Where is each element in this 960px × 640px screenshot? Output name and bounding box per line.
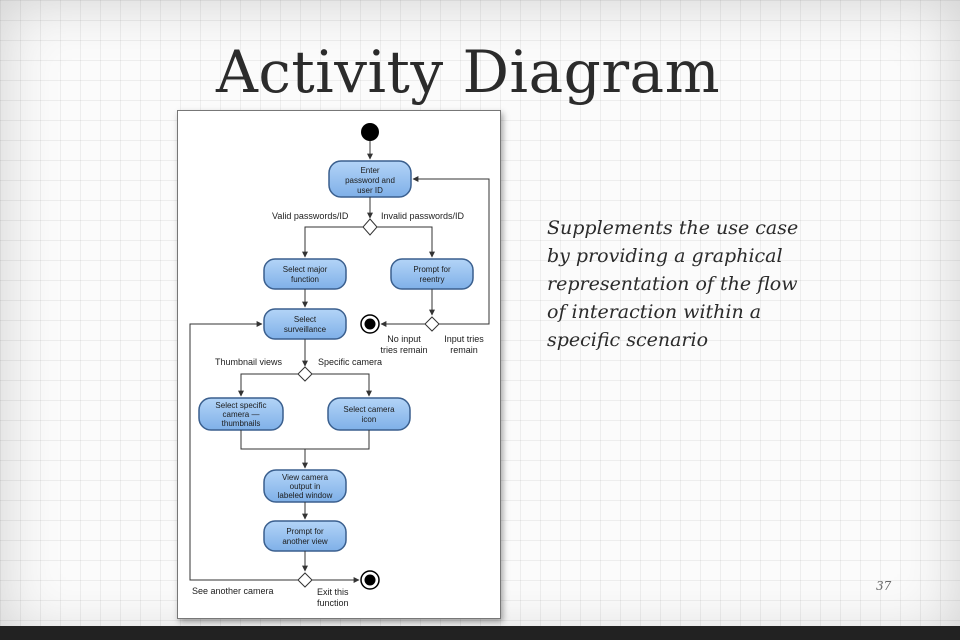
svg-text:output in: output in bbox=[290, 482, 321, 491]
svg-text:No input: No input bbox=[387, 334, 421, 344]
final-node bbox=[360, 570, 380, 590]
svg-text:camera —: camera — bbox=[223, 410, 260, 419]
svg-text:remain: remain bbox=[450, 345, 478, 355]
svg-text:Input tries: Input tries bbox=[444, 334, 484, 344]
svg-text:Exit this: Exit this bbox=[317, 587, 349, 597]
edge bbox=[238, 373, 298, 397]
svg-text:another view: another view bbox=[282, 537, 328, 546]
bottom-bar bbox=[0, 626, 960, 640]
svg-text:Select: Select bbox=[294, 315, 317, 324]
svg-text:user ID: user ID bbox=[357, 186, 383, 195]
activity-select-camera-icon: Select camera icon bbox=[327, 397, 411, 431]
svg-text:View camera: View camera bbox=[282, 473, 329, 482]
slide-body: Supplements the use case by providing a … bbox=[547, 214, 847, 354]
activity-select-major-function: Select major function bbox=[263, 258, 347, 290]
activity-prompt-another-view: Prompt for another view bbox=[263, 520, 347, 552]
activity-select-thumbnails: Select specific camera — thumbnails bbox=[198, 397, 284, 431]
decision-node bbox=[424, 316, 440, 332]
svg-text:Prompt for: Prompt for bbox=[413, 265, 451, 274]
svg-text:Prompt for: Prompt for bbox=[286, 527, 324, 536]
edge bbox=[377, 226, 435, 258]
edge-retry bbox=[412, 176, 490, 325]
svg-text:Enter: Enter bbox=[360, 166, 379, 175]
svg-text:icon: icon bbox=[362, 415, 377, 424]
guard-specific-camera: Specific camera bbox=[318, 357, 382, 367]
guard-invalid: Invalid passwords/ID bbox=[381, 211, 465, 221]
svg-text:Select specific: Select specific bbox=[215, 401, 266, 410]
svg-text:surveillance: surveillance bbox=[284, 325, 327, 334]
svg-text:password and: password and bbox=[345, 176, 395, 185]
slide-title: Activity Diagram bbox=[216, 38, 721, 106]
guard-no-input: No input tries remain bbox=[380, 334, 427, 355]
edge bbox=[312, 373, 372, 397]
body-line: of interaction within a bbox=[547, 301, 762, 323]
activity-prompt-reentry: Prompt for reentry bbox=[390, 258, 474, 290]
activity-diagram: Enter password and user ID Valid passwor… bbox=[177, 110, 501, 619]
guard-thumbnail: Thumbnail views bbox=[215, 357, 283, 367]
activity-diagram-svg: Enter password and user ID Valid passwor… bbox=[189, 123, 490, 608]
body-line: specific scenario bbox=[547, 329, 709, 351]
svg-text:Select major: Select major bbox=[283, 265, 328, 274]
body-line: Supplements the use case bbox=[547, 217, 799, 239]
edge-loop bbox=[189, 321, 298, 581]
guard-valid: Valid passwords/ID bbox=[272, 211, 349, 221]
edge bbox=[302, 226, 363, 258]
svg-text:function: function bbox=[291, 275, 319, 284]
guard-see-another: See another camera bbox=[192, 586, 274, 596]
svg-text:labeled window: labeled window bbox=[278, 491, 333, 500]
guard-exit: Exit this function bbox=[317, 587, 349, 608]
svg-text:reentry: reentry bbox=[420, 275, 445, 284]
svg-text:thumbnails: thumbnails bbox=[222, 419, 261, 428]
page-number: 37 bbox=[876, 579, 892, 593]
edge bbox=[240, 430, 370, 450]
body-line: by providing a graphical bbox=[547, 245, 783, 267]
svg-text:Select camera: Select camera bbox=[343, 405, 395, 414]
guard-input-tries: Input tries remain bbox=[444, 334, 484, 355]
body-line: representation of the flow bbox=[547, 273, 798, 295]
final-node bbox=[360, 314, 380, 334]
decision-node bbox=[297, 572, 313, 588]
svg-text:tries remain: tries remain bbox=[380, 345, 427, 355]
activity-enter-password: Enter password and user ID bbox=[328, 160, 412, 198]
initial-node bbox=[361, 123, 379, 141]
svg-text:function: function bbox=[317, 598, 349, 608]
decision-node bbox=[297, 366, 313, 382]
decision-node bbox=[362, 218, 378, 236]
activity-view-camera-output: View camera output in labeled window bbox=[263, 469, 347, 503]
activity-select-surveillance: Select surveillance bbox=[263, 308, 347, 340]
